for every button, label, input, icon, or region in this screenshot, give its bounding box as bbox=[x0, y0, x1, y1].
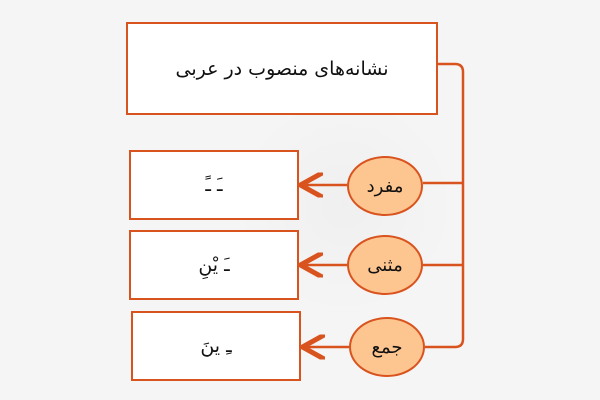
category-label: جمع bbox=[371, 336, 403, 358]
value-text: ـَ ـً bbox=[205, 174, 223, 196]
category-node-singular: مفرد bbox=[347, 156, 423, 216]
value-box-singular: ـَ ـً bbox=[129, 150, 299, 220]
value-text: ـِ ینَ bbox=[200, 335, 232, 357]
title-box: نشانه‌های منصوب در عربی bbox=[126, 22, 438, 115]
value-box-plural: ـِ ینَ bbox=[131, 311, 301, 381]
category-label: مفرد bbox=[366, 175, 404, 197]
value-text: ـَ یْنِ bbox=[198, 254, 230, 276]
bracket-line bbox=[425, 62, 465, 349]
category-node-plural: جمع bbox=[349, 317, 425, 377]
title-text: نشانه‌های منصوب در عربی bbox=[175, 57, 389, 80]
value-box-dual: ـَ یْنِ bbox=[129, 230, 299, 300]
category-label: مثنی bbox=[367, 254, 403, 276]
category-node-dual: مثنی bbox=[347, 235, 423, 295]
